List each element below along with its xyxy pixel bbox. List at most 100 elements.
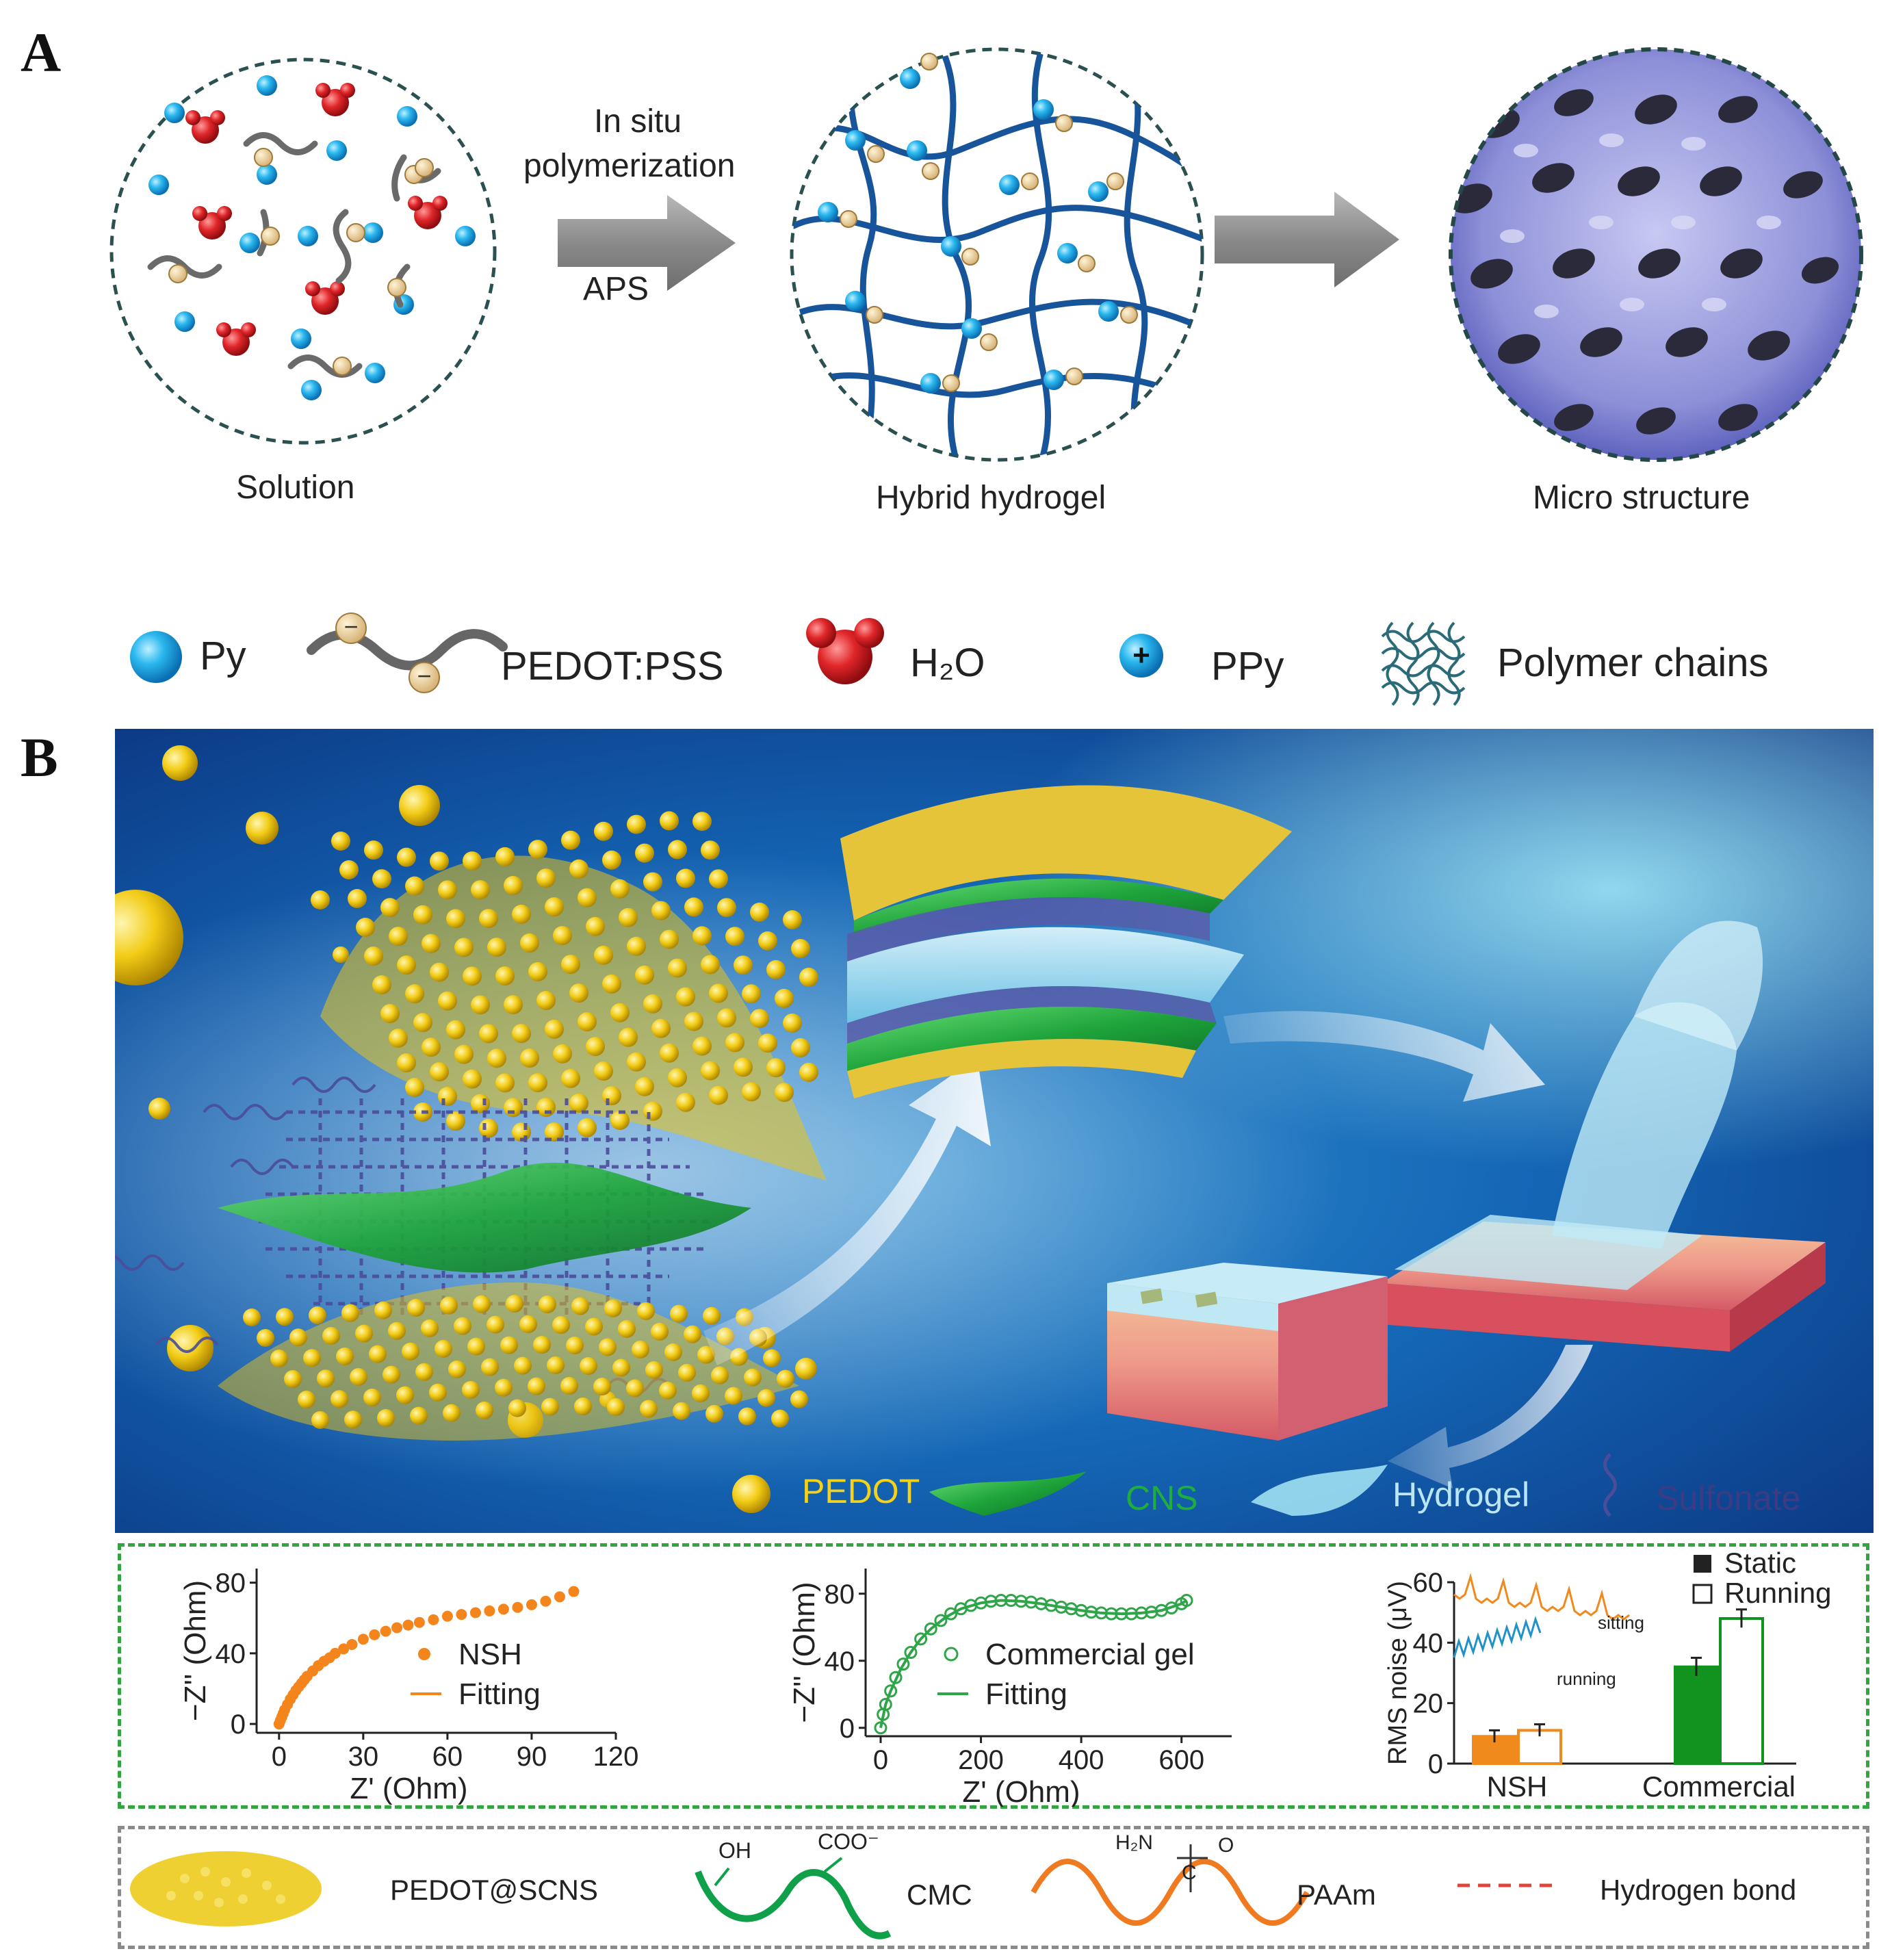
pedot-dot bbox=[561, 1068, 580, 1088]
y-tick-label: 40 bbox=[825, 1647, 855, 1677]
data-point bbox=[428, 1614, 439, 1625]
category-label: Commercial bbox=[1642, 1770, 1796, 1803]
pedot-dot bbox=[407, 1298, 425, 1317]
pedot-dot bbox=[553, 926, 572, 946]
y-axis-label: −Z'' (Ohm) bbox=[788, 1582, 821, 1723]
pedot-dot bbox=[284, 1370, 302, 1388]
pedot-dot bbox=[709, 983, 728, 1003]
pedot-dot bbox=[684, 1011, 703, 1031]
arrow-to-cross-section bbox=[1388, 1345, 1593, 1488]
pedot-dot bbox=[684, 1325, 701, 1343]
paam-icon bbox=[1031, 1859, 1310, 1926]
pedot-dot bbox=[372, 869, 391, 889]
data-point bbox=[896, 1658, 910, 1671]
pedot-dot bbox=[709, 1085, 728, 1105]
pedot-dot bbox=[289, 1328, 307, 1347]
y-tick-label: 80 bbox=[825, 1579, 855, 1610]
pedot-dot bbox=[618, 1319, 636, 1338]
pedot-dot bbox=[660, 811, 679, 831]
running-trace bbox=[1453, 1616, 1542, 1658]
pedot-dot bbox=[602, 974, 621, 994]
x-tick-label: 30 bbox=[348, 1742, 379, 1772]
pedot-dot bbox=[243, 1308, 261, 1326]
pedot-dot bbox=[612, 1358, 630, 1377]
pedot-dot bbox=[586, 916, 605, 936]
pedot-dot bbox=[594, 1061, 613, 1081]
pedot-dot bbox=[495, 1378, 513, 1397]
pedot-dot bbox=[692, 1036, 712, 1056]
pedot-dot bbox=[604, 1299, 622, 1317]
y-tick-label: 80 bbox=[216, 1569, 246, 1599]
pedot-dot bbox=[389, 1029, 408, 1048]
x-tick-label: 90 bbox=[517, 1742, 547, 1772]
pedot-dot bbox=[790, 1390, 808, 1408]
pedot-dot bbox=[783, 910, 802, 930]
y-axis-label: RMS noise (μV) bbox=[1384, 1581, 1412, 1765]
pedot-dot bbox=[560, 1377, 578, 1395]
x-tick-label: 0 bbox=[873, 1745, 888, 1775]
pedot-dot bbox=[758, 1033, 777, 1053]
pedot-dot bbox=[643, 1101, 662, 1121]
pedot-dot bbox=[512, 904, 531, 924]
pedot-dot bbox=[479, 1024, 498, 1044]
paam-o-atom: O bbox=[1218, 1834, 1234, 1857]
data-point bbox=[914, 1632, 928, 1646]
arrow1-label-bottom: APS bbox=[583, 271, 649, 307]
data-point bbox=[884, 1684, 898, 1698]
pedot-dot bbox=[619, 907, 638, 927]
data-point bbox=[497, 1603, 509, 1615]
pedot-dot bbox=[388, 1321, 406, 1340]
cmc-icon bbox=[695, 1869, 892, 1939]
pedot-dot bbox=[684, 897, 703, 917]
data-point bbox=[357, 1634, 369, 1645]
data-point bbox=[469, 1607, 481, 1619]
pedot-dot bbox=[627, 1052, 646, 1072]
pedot-dot bbox=[438, 880, 457, 900]
pedot-dot bbox=[369, 1345, 387, 1363]
category-label: NSH bbox=[1487, 1770, 1548, 1803]
caption-hybrid-hydrogel: Hybrid hydrogel bbox=[876, 480, 1106, 516]
legend-marker bbox=[418, 1648, 430, 1660]
pedot-dot bbox=[430, 962, 449, 982]
pedot-dot bbox=[757, 1389, 775, 1407]
pedot-dot bbox=[454, 1317, 471, 1335]
data-point bbox=[402, 1619, 414, 1631]
pedot-dot bbox=[569, 983, 588, 1003]
pedot-dot bbox=[645, 1361, 663, 1379]
pedot-dot bbox=[429, 1383, 447, 1402]
x-tick-label: 60 bbox=[432, 1742, 463, 1772]
pedot-dot bbox=[569, 1093, 588, 1113]
legend-hydrogel: Hydrogel bbox=[1392, 1475, 1530, 1514]
pedot-dot bbox=[309, 1306, 326, 1324]
pedot-dot bbox=[396, 1386, 414, 1404]
paam-c-atom: C bbox=[1182, 1861, 1197, 1884]
skin-block-hydrogel bbox=[1381, 920, 1826, 1352]
pedot-dot bbox=[545, 897, 564, 917]
pedot-dot bbox=[763, 1349, 781, 1367]
pedot-dot bbox=[676, 987, 695, 1007]
sulfonate-legend-icon bbox=[1603, 1453, 1617, 1517]
pedot-dot bbox=[454, 938, 474, 957]
legend-label: Fitting bbox=[458, 1677, 541, 1711]
pedot-dot bbox=[331, 1390, 348, 1408]
pedot-dot bbox=[317, 1369, 335, 1388]
pedot-dot bbox=[547, 1356, 565, 1375]
pedot-dot bbox=[356, 918, 375, 937]
pedot-dot bbox=[640, 1400, 658, 1418]
pedot-dot bbox=[738, 1407, 756, 1426]
pedot-dot bbox=[528, 1073, 547, 1093]
pedot-dot bbox=[668, 840, 687, 860]
pedot-dot bbox=[637, 1302, 655, 1320]
pedot-dot bbox=[578, 888, 597, 907]
data-point bbox=[554, 1591, 565, 1603]
pedot-dot bbox=[508, 1399, 526, 1417]
pedot-dot bbox=[336, 1347, 354, 1365]
data-point bbox=[568, 1586, 580, 1597]
pedot-dot bbox=[350, 1367, 367, 1386]
pedot-dot bbox=[413, 1013, 432, 1033]
pedot-dot bbox=[627, 814, 646, 834]
bottom-legend-graphics bbox=[130, 1844, 1553, 1939]
pedot-dot bbox=[363, 1388, 381, 1406]
